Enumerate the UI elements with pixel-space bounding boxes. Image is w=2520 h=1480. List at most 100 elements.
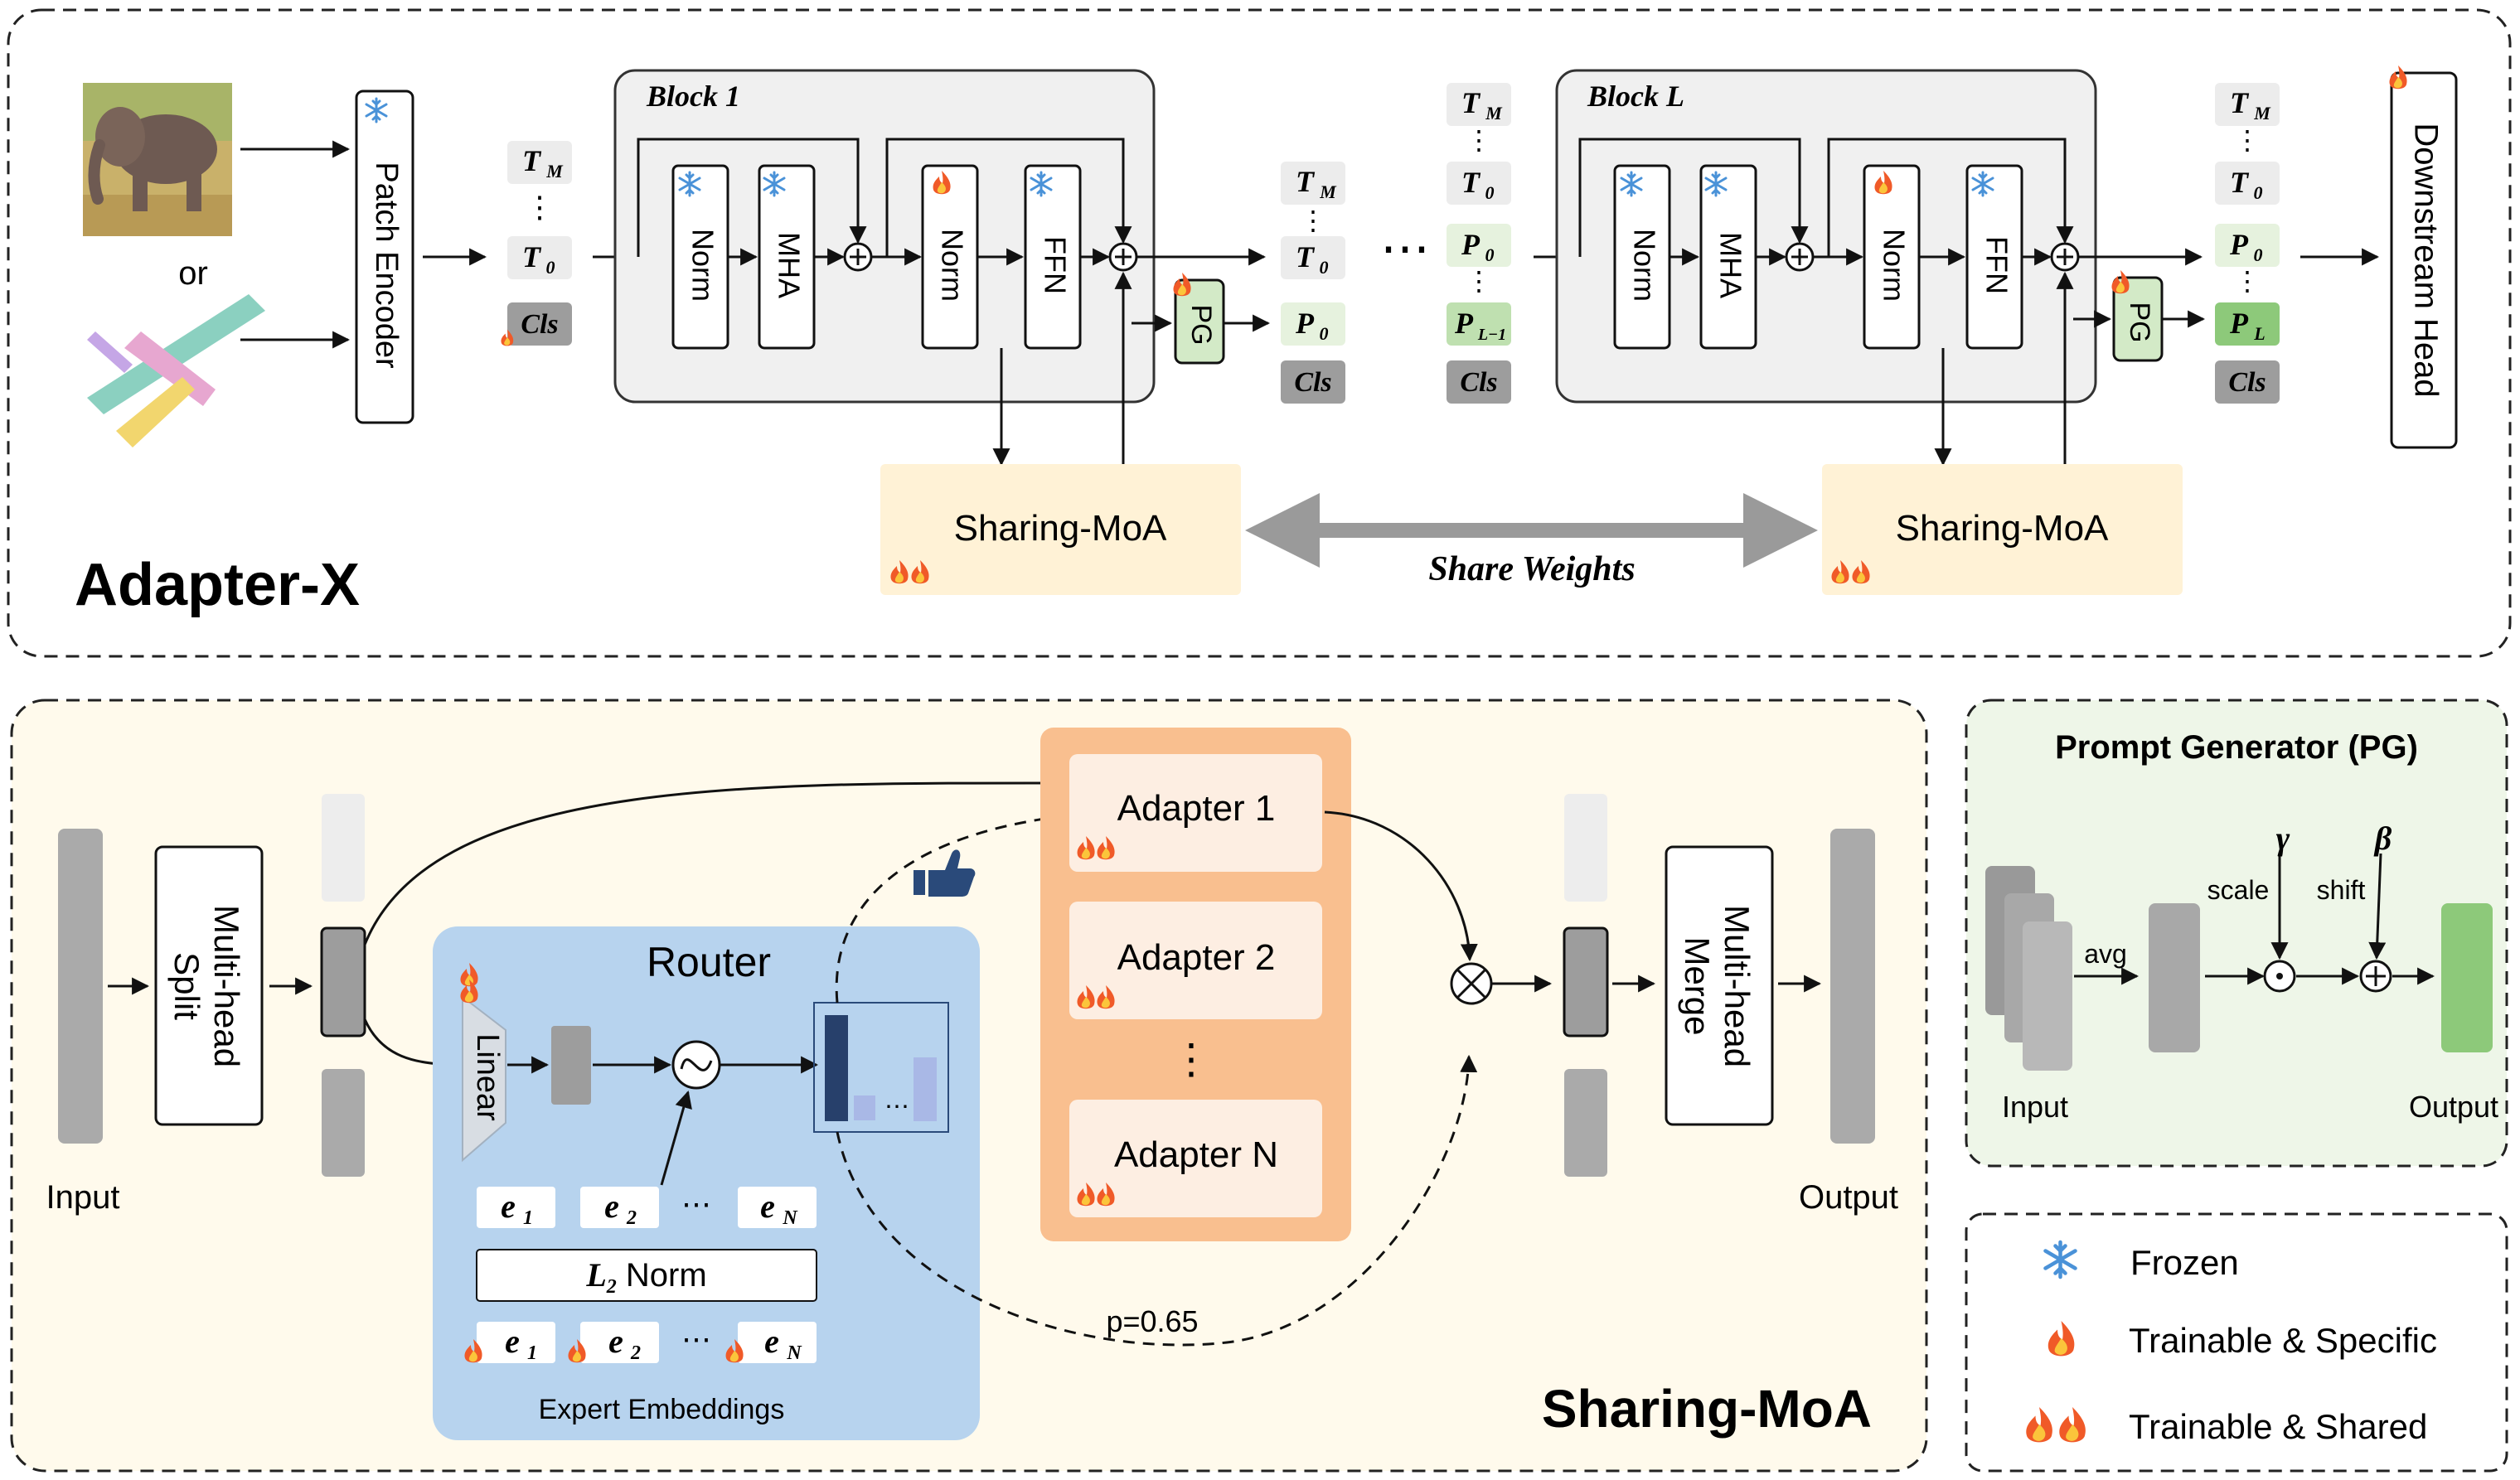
adapter-n-box: Adapter N: [1069, 1100, 1322, 1217]
out-head-token-selected: [1563, 926, 1609, 1037]
svg-text:1: 1: [527, 1342, 537, 1364]
svg-text:1: 1: [523, 1207, 533, 1229]
svg-text:⋮: ⋮: [1466, 266, 1492, 296]
pg-input-stack: [1985, 866, 2072, 1071]
svg-text:⋮: ⋮: [1466, 125, 1492, 155]
svg-text:e: e: [505, 1323, 520, 1360]
svg-text:PG: PG: [1185, 304, 1217, 345]
tokens-before-block-l: T M ⋮ T 0 P 0 ⋮ P L−1 Cls: [1447, 83, 1511, 404]
sharing-moa-title: Sharing-MoA: [1542, 1379, 1872, 1439]
pg-output-label: Output: [2409, 1090, 2498, 1124]
moa-input-label: Input: [46, 1179, 120, 1216]
shift-label: shift: [2317, 875, 2366, 905]
svg-text:FFN: FFN: [1980, 236, 2014, 294]
block-1: Block 1 Norm MHA Norm FFN: [613, 69, 1156, 404]
prompt-generator-panel: [1965, 699, 2508, 1168]
l2-norm-box: L2 Norm: [476, 1249, 817, 1302]
svg-text:Trainable & Shared: Trainable & Shared: [2129, 1407, 2427, 1446]
svg-text:e: e: [764, 1323, 779, 1360]
elephant-image: [83, 83, 232, 236]
adapter-x-title: Adapter-X: [75, 552, 360, 618]
svg-text:MHA: MHA: [1713, 232, 1747, 298]
svg-text:PG: PG: [2124, 302, 2155, 342]
svg-text:P: P: [1295, 307, 1315, 340]
svg-text:M: M: [1485, 103, 1503, 123]
or-label: or: [178, 255, 208, 292]
svg-text:Cls: Cls: [1460, 367, 1497, 398]
svg-text:Linear: Linear: [470, 1033, 505, 1121]
svg-text:⋮: ⋮: [2234, 266, 2261, 296]
blocks-ellipsis: ⋯: [1380, 220, 1430, 276]
svg-text:Block 1: Block 1: [646, 80, 740, 113]
svg-text:⋮: ⋮: [2234, 125, 2261, 155]
sharing-moa-box-1: Sharing-MoA: [880, 464, 1241, 595]
sharing-moa-box-l: Sharing-MoA: [1822, 464, 2183, 595]
legend-trainable-specific: Trainable & Specific: [2048, 1321, 2437, 1360]
svg-text:Norm: Norm: [1627, 229, 1661, 302]
svg-text:e: e: [604, 1187, 619, 1225]
block-l: Block L Norm MHA Norm FFN: [1555, 69, 2097, 404]
svg-text:0: 0: [1485, 244, 1495, 265]
moa-output-bar: [1830, 829, 1875, 1144]
svg-text:Sharing-MoA: Sharing-MoA: [954, 508, 1167, 549]
expert-embeddings-label: Expert Embeddings: [539, 1394, 785, 1425]
svg-text:⋯: ⋯: [884, 1093, 909, 1120]
pg-input-label: Input: [2002, 1090, 2068, 1124]
svg-text:T: T: [1461, 166, 1481, 199]
out-head-token-bottom: [1564, 1069, 1607, 1177]
svg-text:L−1: L−1: [1477, 326, 1506, 344]
svg-text:Adapter 2: Adapter 2: [1117, 937, 1276, 978]
svg-text:T: T: [1461, 86, 1481, 119]
legend-trainable-shared: Trainable & Shared: [2026, 1407, 2427, 1446]
airplane-pointcloud-image: [87, 294, 265, 447]
moa-input-bar: [58, 829, 103, 1144]
input-tokens: T M ⋮ T 0 Cls: [501, 141, 572, 346]
svg-text:Frozen: Frozen: [2130, 1243, 2239, 1282]
svg-text:Router: Router: [647, 939, 771, 985]
svg-text:FFN: FFN: [1038, 236, 1072, 294]
svg-text:0: 0: [1320, 323, 1329, 344]
svg-text:0: 0: [2254, 182, 2263, 203]
svg-text:Sharing-MoA: Sharing-MoA: [1896, 508, 2109, 549]
svg-text:e: e: [608, 1323, 623, 1360]
adapters-vdots: ⋮: [1170, 1036, 1212, 1082]
svg-text:T: T: [2230, 86, 2250, 119]
svg-text:Multi-head: Multi-head: [207, 905, 246, 1067]
adapter-2-box: Adapter 2: [1069, 902, 1322, 1019]
svg-text:Norm: Norm: [1877, 229, 1911, 302]
multiply-operator: [1450, 962, 1493, 1005]
svg-text:P: P: [1454, 307, 1474, 340]
svg-text:Norm: Norm: [686, 229, 720, 302]
svg-text:Split: Split: [167, 952, 206, 1020]
patch-encoder-box: [355, 89, 414, 424]
scale-label: scale: [2207, 875, 2270, 905]
svg-text:Cls: Cls: [2228, 367, 2266, 398]
pg-avg-token: [2149, 903, 2200, 1052]
svg-text:0: 0: [2254, 244, 2263, 265]
svg-text:M: M: [545, 161, 564, 181]
head-token-top: [322, 794, 365, 902]
moa-output-label: Output: [1799, 1179, 1898, 1216]
svg-text:0: 0: [1485, 182, 1495, 203]
pg-box-l: PG: [2111, 270, 2164, 362]
tokens-after-block-1: T M ⋮ T 0 P 0 Cls: [1281, 162, 1345, 404]
svg-text:Multi-head: Multi-head: [1718, 905, 1757, 1067]
svg-text:⋮: ⋮: [525, 190, 555, 224]
multi-head-merge-box: Multi-head Merge: [1665, 845, 1774, 1126]
svg-text:T: T: [522, 240, 542, 273]
head-token-bottom: [322, 1069, 365, 1177]
pg-output-token: [2441, 903, 2493, 1052]
pg-title: Prompt Generator (PG): [2055, 729, 2418, 766]
router-box: Router Linear ⋯: [433, 926, 980, 1440]
legend-frozen: Frozen: [2046, 1242, 2239, 1282]
pg-box-1: PG: [1173, 273, 1225, 365]
svg-text:Block L: Block L: [1587, 80, 1684, 113]
thumbs-up-icon: [914, 849, 976, 897]
head-token-selected: [320, 926, 366, 1037]
svg-text:M: M: [1319, 181, 1337, 202]
expert-embeddings-row-1: e 1 e 2 ⋯ e N: [477, 1187, 817, 1229]
svg-text:0: 0: [1320, 257, 1329, 278]
multi-head-split-box: Multi-head Split: [154, 845, 264, 1126]
svg-text:P: P: [2229, 228, 2249, 261]
svg-text:N: N: [782, 1207, 798, 1229]
